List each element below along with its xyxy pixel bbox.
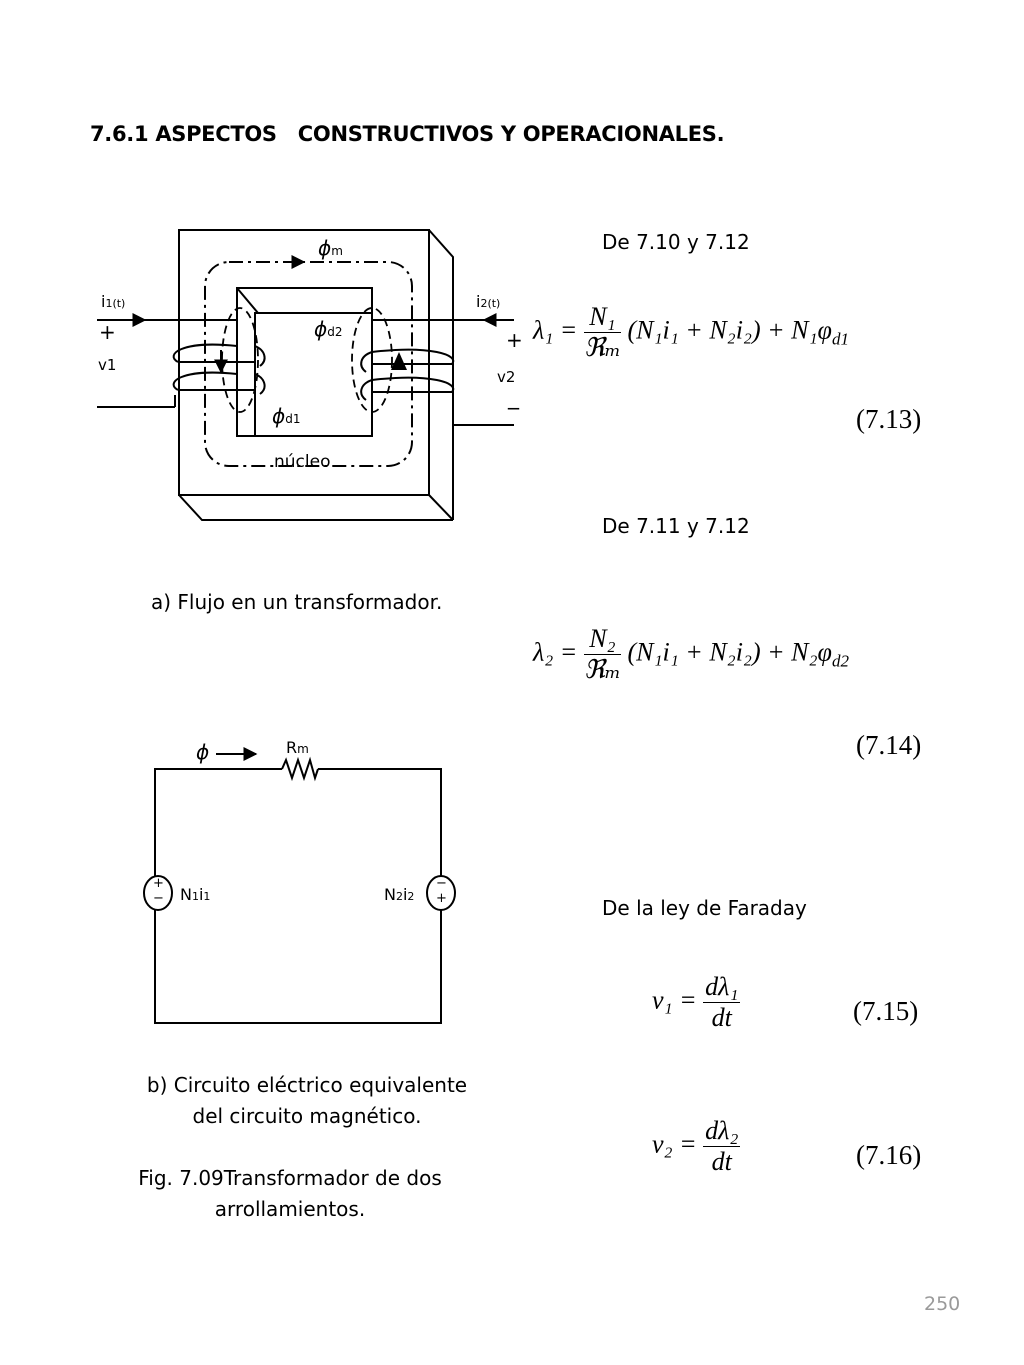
heading-word-1: ASPECTOS: [155, 122, 277, 146]
equation-number-7-14: (7.14): [856, 730, 922, 760]
note-710-712: De 7.10 y 7.12: [602, 230, 750, 254]
label-n2i2: N2i2: [384, 885, 415, 904]
caption-b-line2: del circuito magnético.: [192, 1104, 422, 1128]
eq716-lhs: v₂ =: [652, 1129, 697, 1159]
label-phi-circuit: ϕ: [196, 740, 210, 764]
label-v2: v2: [497, 368, 516, 386]
eq713-lhs: λ₁ =: [533, 315, 578, 345]
eq713-rhs: (N₁i₁ + N₂i₂) + N₁φ: [627, 315, 832, 345]
leakage-flux-1: [221, 307, 259, 413]
source2-minus: −: [436, 876, 447, 891]
label-rm: Rm: [286, 738, 309, 757]
label-plus-left: +: [99, 320, 116, 344]
label-i1: i1(t): [101, 292, 126, 311]
label-minus-right: _: [508, 385, 519, 410]
equivalent-circuit: [143, 747, 456, 1024]
resistor-rm: [281, 756, 319, 782]
equation-number-7-16: (7.16): [856, 1140, 922, 1170]
page-number: 250: [924, 1293, 961, 1315]
heading-word-3: Y OPERACIONALES.: [500, 122, 725, 146]
mmf-source-1: [143, 875, 173, 911]
eq714-rhs: (N₁i₁ + N₂i₂) + N₂φ: [627, 637, 832, 667]
source2-plus: +: [436, 891, 447, 906]
note-faraday: De la ley de Faraday: [602, 896, 807, 920]
label-core: núcleo: [274, 452, 331, 472]
note-711-712: De 7.11 y 7.12: [602, 514, 750, 538]
source1-plus: +: [153, 876, 164, 891]
label-plus-right: +: [506, 328, 523, 352]
eq714-lhs: λ₂ =: [533, 637, 578, 667]
source1-minus: −: [153, 891, 164, 906]
label-i2: i2(t): [476, 292, 501, 311]
transformer-diagram: [97, 229, 514, 521]
core-depth-right: [428, 229, 454, 520]
equation-number-7-13: (7.13): [856, 404, 922, 434]
label-phi-d1: ϕd1: [272, 404, 301, 428]
caption-b-line1: b) Circuito eléctrico equivalente: [146, 1073, 468, 1097]
heading-word-2: CONSTRUCTIVOS: [297, 122, 494, 146]
equation-number-7-15: (7.15): [853, 996, 919, 1026]
label-n1i1: N1i1: [180, 885, 211, 904]
label-v1: v1: [98, 356, 117, 374]
core-depth-bottom: [178, 494, 453, 521]
eq715-lhs: v₁ =: [652, 985, 697, 1015]
label-phi-d2: ϕd2: [314, 317, 343, 341]
figure-caption-line1: Fig. 7.09Transformador de dos: [138, 1166, 442, 1190]
leakage-flux-2: [351, 307, 393, 413]
caption-a: a) Flujo en un transformador.: [151, 590, 443, 614]
mmf-source-2: [426, 875, 456, 911]
figure-caption-line2: arrollamientos.: [214, 1197, 366, 1221]
label-phi-m: ϕm: [318, 236, 343, 260]
section-heading: 7.6.1 ASPECTOS CONSTRUCTIVOS Y OPERACION…: [90, 122, 725, 146]
heading-number: 7.6.1: [90, 122, 149, 146]
